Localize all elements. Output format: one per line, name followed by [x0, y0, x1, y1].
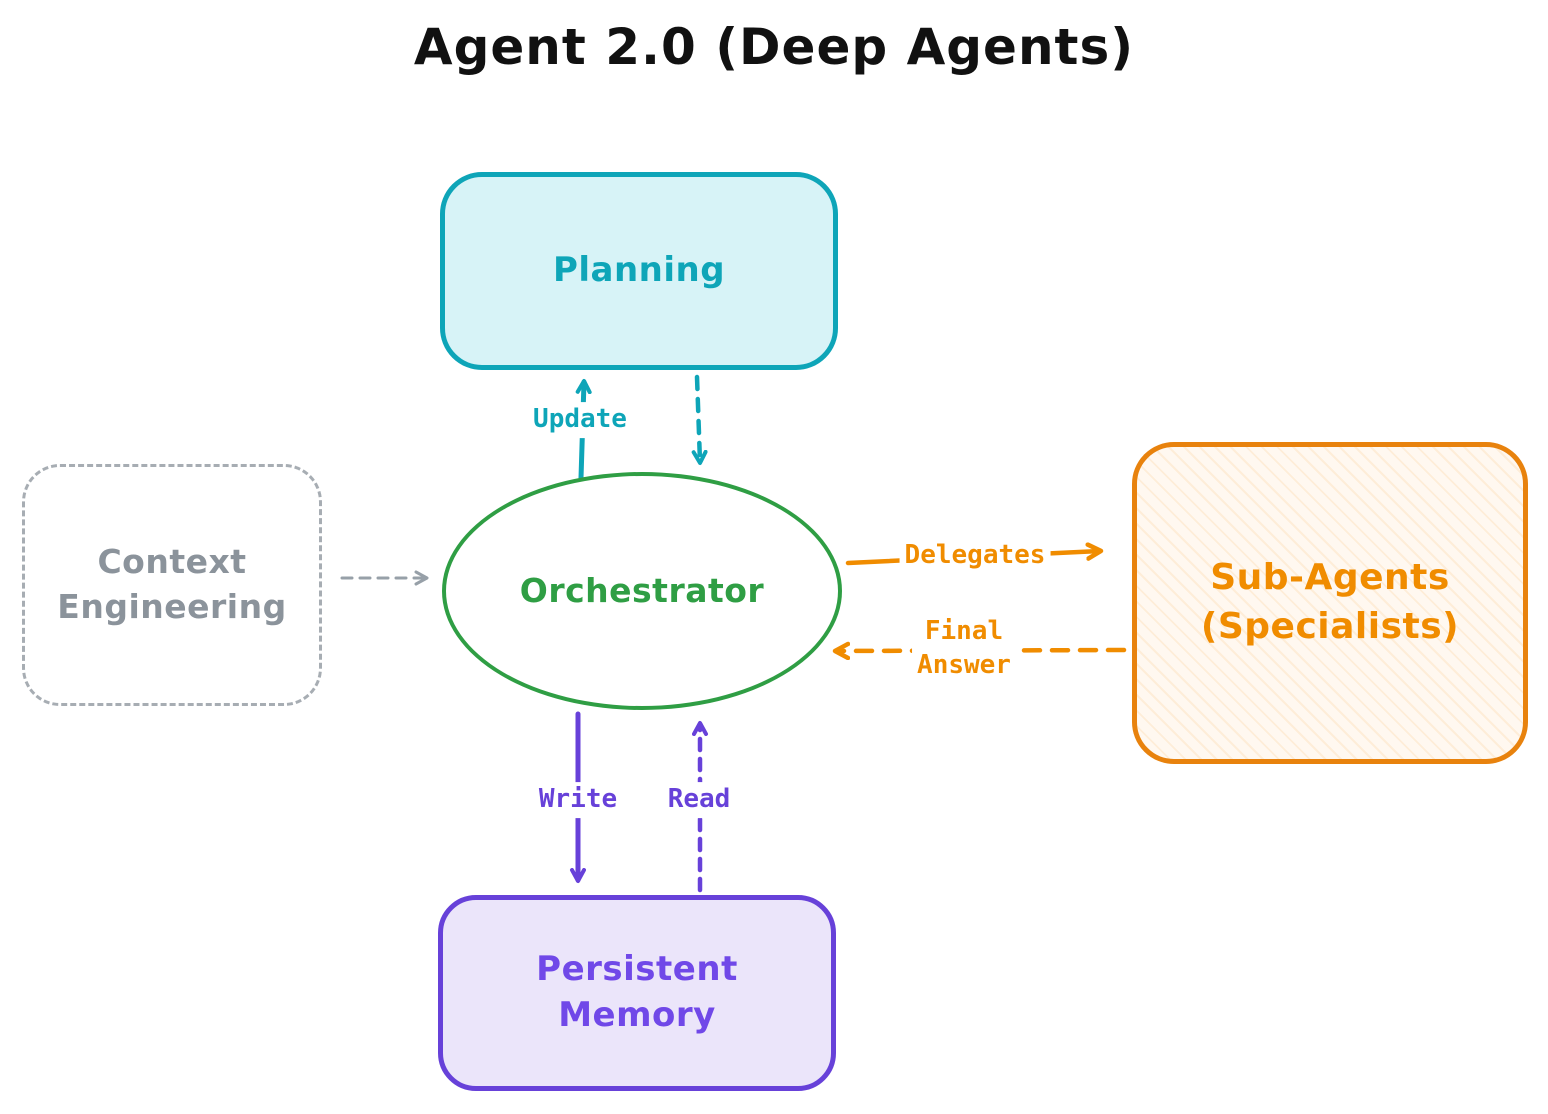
orchestrator-node: Orchestrator	[442, 472, 842, 710]
context-engineering-label-line1: Context	[97, 542, 247, 582]
orchestrator-label: Orchestrator	[519, 570, 765, 610]
planning-label: Planning	[552, 250, 726, 291]
read-edge-label: Read	[662, 782, 736, 818]
sub-agents-label-line2: (Specialists)	[1200, 606, 1460, 647]
persistent-memory-label: Persistent Memory	[536, 947, 738, 1039]
persistent-memory-node: Persistent Memory	[438, 895, 836, 1091]
update-edge-label: Update	[528, 402, 632, 438]
final-answer-edge-label-line1: Final	[924, 616, 1004, 647]
sub-agents-node: Sub-Agents (Specialists)	[1132, 442, 1528, 764]
persistent-memory-label-line1: Persistent	[536, 949, 738, 990]
sub-agents-label-line1: Sub-Agents	[1210, 557, 1450, 599]
context-engineering-node: Context Engineering	[22, 464, 322, 706]
context-engineering-label: Context Engineering	[57, 540, 286, 629]
edge-planning-to-orchestrator-arrow	[691, 374, 708, 465]
write-edge-label: Write	[533, 782, 623, 818]
final-answer-edge-label: Final Answer	[912, 614, 1016, 684]
context-engineering-label-line2: Engineering	[57, 587, 287, 626]
diagram-title: Agent 2.0 (Deep Agents)	[413, 18, 1135, 76]
delegates-edge-label: Delegates	[899, 538, 1051, 574]
final-answer-edge-label-line2: Answer	[917, 650, 1011, 680]
persistent-memory-label-line2: Memory	[558, 995, 716, 1035]
planning-node: Planning	[440, 172, 838, 370]
sub-agents-label: Sub-Agents (Specialists)	[1201, 554, 1459, 651]
